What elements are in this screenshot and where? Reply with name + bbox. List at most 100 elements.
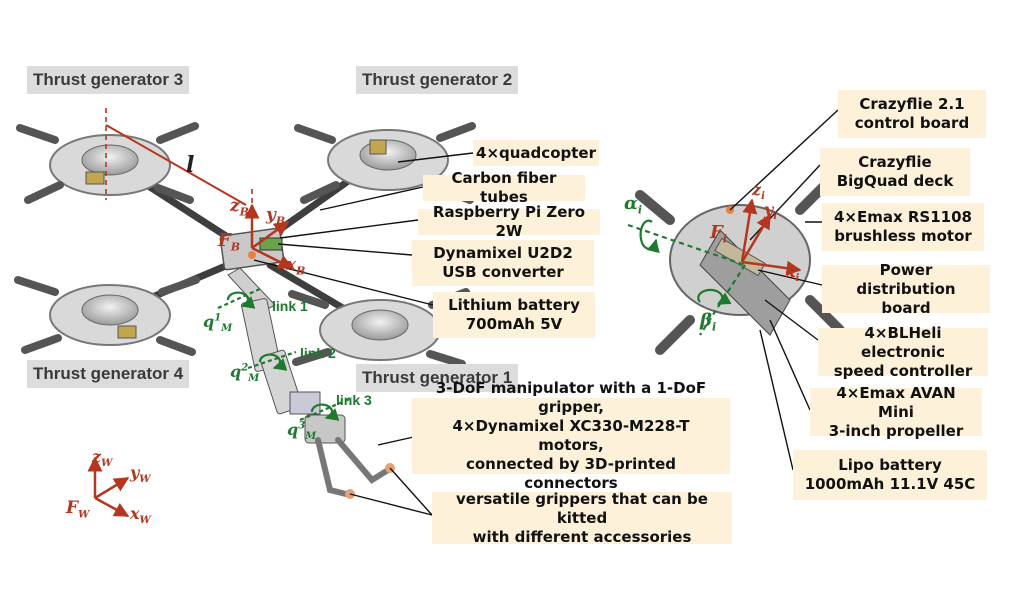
symbol-main: α bbox=[624, 193, 638, 214]
symbol-sub: W bbox=[78, 509, 90, 521]
joint-q2-symbol: q2M bbox=[230, 362, 259, 384]
callout-text: 4×Dynamixel XC330-M228-T motors, bbox=[452, 417, 690, 454]
thrust-generator-3-label: Thrust generator 3 bbox=[27, 66, 190, 94]
beta-angle-symbol: βi bbox=[700, 310, 716, 334]
callout-text: 4×Emax RS1108 bbox=[833, 208, 972, 226]
callout-carbon-tubes: Carbon fiber tubes bbox=[423, 169, 585, 206]
callout-text: 1000mAh 11.1V 45C bbox=[804, 475, 976, 493]
symbol-sub: i bbox=[722, 232, 727, 246]
thrust-generator-3-drawing bbox=[16, 122, 199, 204]
symbol-main: q bbox=[287, 420, 299, 439]
body-z-axis-label: zB bbox=[230, 196, 249, 218]
thrust-generator-4-label: Thrust generator 4 bbox=[27, 360, 190, 388]
thrust-generator-1-drawing bbox=[288, 288, 470, 368]
callout-text: Power distribution bbox=[856, 260, 956, 298]
symbol-main: x bbox=[130, 504, 140, 523]
joint-markers bbox=[217, 286, 353, 422]
symbol-main: q bbox=[203, 312, 215, 331]
callout-text: with different accessories bbox=[472, 527, 692, 546]
callout-text: Lipo battery bbox=[838, 456, 942, 474]
callout-text: control board bbox=[854, 114, 970, 132]
symbol-sub: M bbox=[305, 431, 317, 443]
link-1-label: link 1 bbox=[272, 298, 308, 314]
symbol-sup: 1 bbox=[214, 312, 222, 324]
symbol-main: q bbox=[230, 362, 242, 381]
symbol-sub: i bbox=[711, 320, 717, 334]
body-frame-axes bbox=[105, 108, 294, 270]
prop-z-axis-label: zi bbox=[752, 180, 765, 202]
world-frame-axes bbox=[87, 456, 130, 518]
symbol-main: z bbox=[752, 180, 762, 199]
callout-text: 4×Emax AVAN Mini bbox=[836, 383, 956, 421]
body-x-axis-label: xB bbox=[286, 255, 305, 277]
symbol-sub: i bbox=[761, 191, 765, 203]
world-z-axis-label: zW bbox=[92, 447, 112, 469]
body-frame-symbol: FB bbox=[218, 230, 240, 254]
callout-text: 3-inch propeller bbox=[828, 421, 964, 440]
callout-text: Lithium battery bbox=[448, 296, 580, 314]
callout-text: 4×BLHeli electronic bbox=[861, 323, 945, 361]
symbol-sub: M bbox=[221, 323, 233, 335]
symbol-sub: W bbox=[139, 515, 151, 527]
callout-text: Carbon fiber tubes bbox=[451, 169, 557, 206]
symbol-main: β bbox=[700, 310, 712, 331]
callout-raspberry-pi: Raspberry Pi Zero 2W bbox=[418, 203, 600, 240]
link-3-label: link 3 bbox=[336, 392, 372, 408]
prop-x-axis-label: xi bbox=[786, 262, 799, 284]
symbol-main: x bbox=[786, 262, 796, 281]
world-frame-symbol: FW bbox=[66, 498, 89, 520]
symbol-sub: B bbox=[275, 214, 286, 228]
callout-quadcopter: 4×quadcopter bbox=[473, 140, 599, 166]
symbol-main: F bbox=[710, 222, 723, 243]
thrust-generator-2-label: Thrust generator 2 bbox=[356, 66, 519, 94]
callout-text: Crazyflie 2.1 bbox=[859, 95, 965, 113]
link-2-label: link 2 bbox=[300, 345, 336, 361]
arm-length-symbol: l bbox=[186, 152, 195, 178]
world-y-axis-label: yW bbox=[130, 463, 151, 485]
symbol-main: y bbox=[130, 463, 140, 482]
symbol-sub: B bbox=[230, 240, 241, 254]
symbol-main: z bbox=[230, 196, 240, 216]
callout-manipulator: 3-DoF manipulator with a 1-DoF gripper, … bbox=[412, 379, 730, 492]
world-x-axis-label: xW bbox=[130, 504, 151, 526]
callout-text: brushless motor bbox=[834, 227, 972, 245]
symbol-sup: 2 bbox=[241, 362, 249, 374]
callout-text: Raspberry Pi Zero 2W bbox=[432, 203, 586, 240]
symbol-sub: i bbox=[637, 203, 643, 217]
alpha-angle-symbol: αi bbox=[624, 193, 642, 217]
symbol-sub: W bbox=[101, 458, 113, 470]
callout-text: board bbox=[881, 298, 931, 317]
body-y-axis-label: yB bbox=[266, 205, 285, 227]
prop-frame-symbol: Fi bbox=[710, 222, 727, 246]
symbol-sub: B bbox=[239, 205, 249, 219]
thrust-generator-4-drawing bbox=[14, 276, 200, 356]
callout-text: 3-DoF manipulator with a 1-DoF gripper, bbox=[435, 379, 707, 416]
symbol-sup: 3 bbox=[298, 420, 306, 432]
single-quadcopter-drawing bbox=[635, 175, 845, 355]
prop-frame-axes bbox=[740, 198, 802, 276]
callout-text: speed controller bbox=[833, 361, 973, 380]
callout-text: USB converter bbox=[442, 263, 564, 281]
thrust-generator-2-drawing bbox=[294, 122, 476, 204]
symbol-main: y bbox=[764, 200, 774, 219]
symbol-main: z bbox=[92, 447, 102, 466]
callout-text: 4×quadcopter bbox=[476, 143, 596, 162]
symbol-main: F bbox=[218, 230, 231, 251]
joint-q1-symbol: q1M bbox=[203, 312, 232, 334]
callout-text: connected by 3D-printed connectors bbox=[465, 455, 677, 492]
prop-y-axis-label: yi bbox=[764, 200, 777, 222]
thrust-generator-1-label: Thrust generator 1 bbox=[356, 364, 519, 392]
callout-text: versatile grippers that can be kitted bbox=[456, 489, 708, 527]
symbol-sub: B bbox=[296, 264, 306, 278]
symbol-sub: i bbox=[795, 273, 800, 285]
joint-q3-symbol: q3M bbox=[287, 420, 316, 442]
